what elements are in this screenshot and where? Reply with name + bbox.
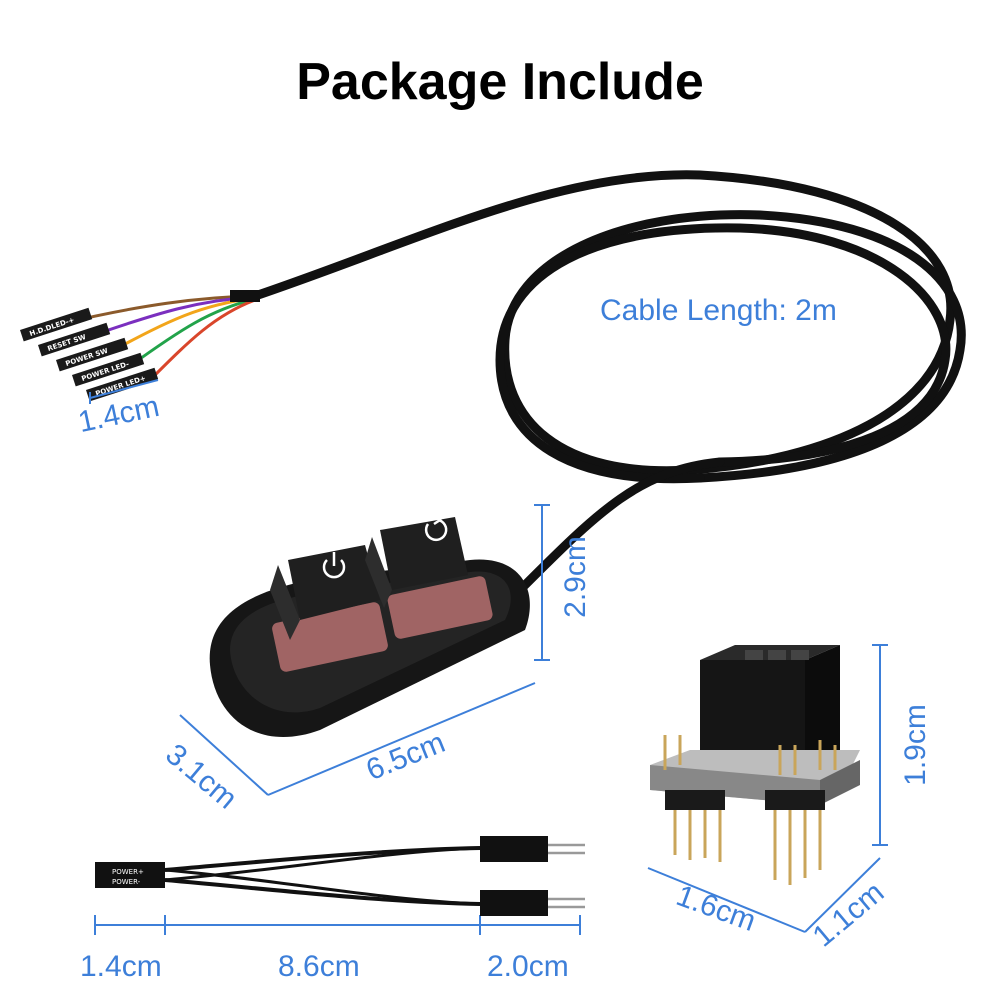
- cable-sleeve: [230, 290, 260, 302]
- adapter: [650, 645, 860, 885]
- y-label-minus: POWER-: [112, 878, 141, 886]
- page-title: Package Include: [296, 53, 704, 111]
- power-icon: [322, 552, 346, 579]
- restart-icon: [424, 515, 448, 541]
- dimension-lines: [89, 379, 888, 935]
- dim-switch-height: 2.9cm: [558, 536, 592, 618]
- dim-y-end: 2.0cm: [487, 950, 569, 983]
- dim-adapter-height: 1.9cm: [898, 704, 932, 786]
- coiled-cable: [250, 170, 966, 595]
- dim-y-cable: 8.6cm: [278, 950, 360, 983]
- y-label-plus: POWER+: [112, 868, 144, 876]
- switch-module: [209, 517, 530, 738]
- y-cable: POWER+ POWER-: [95, 836, 585, 916]
- cable-length-label: Cable Length: 2m: [600, 294, 837, 327]
- dim-y-plug: 1.4cm: [80, 950, 162, 983]
